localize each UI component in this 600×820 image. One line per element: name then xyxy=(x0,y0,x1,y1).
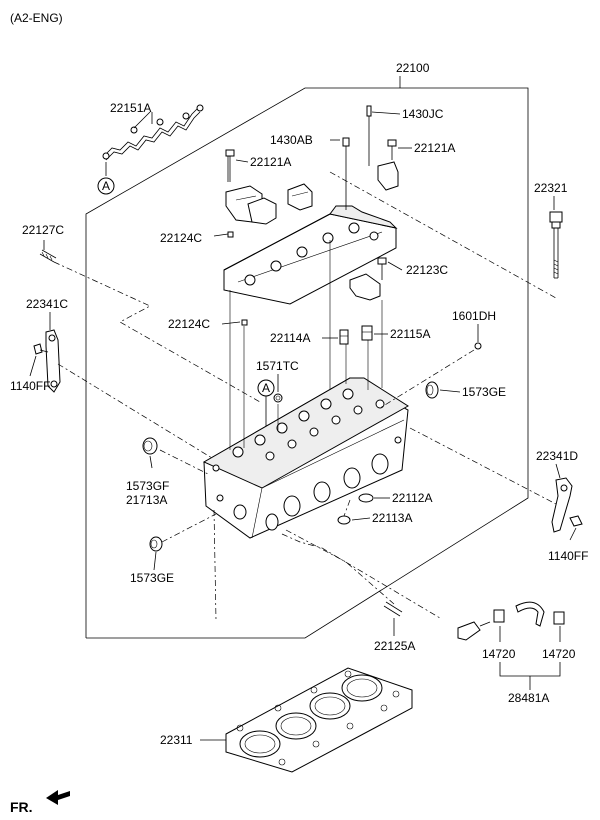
label-22121A-right: 22121A xyxy=(414,141,455,155)
label-22115A: 22115A xyxy=(390,327,430,341)
plug-22114A xyxy=(339,329,349,345)
label-21713A: 21713A xyxy=(126,493,167,507)
label-22151A: 22151A xyxy=(110,101,151,115)
label-22125A: 22125A xyxy=(374,639,415,653)
label-14720-left: 14720 xyxy=(482,647,516,661)
plug-1573GE-left xyxy=(149,536,163,552)
front-arrow-icon xyxy=(46,790,70,805)
hose-28481A xyxy=(493,601,565,690)
callout-a-top: A xyxy=(102,179,110,193)
label-22114A: 22114A xyxy=(270,331,310,345)
label-22124C-top: 22124C xyxy=(160,231,202,245)
plug-1573GE-right xyxy=(425,381,439,399)
label-22112A: 22112A xyxy=(392,491,432,505)
bolts-top xyxy=(225,105,397,326)
label-14720-right: 14720 xyxy=(542,647,576,661)
bracket-22341D xyxy=(551,477,583,533)
label-1140FF-left: 1140FF xyxy=(10,379,50,393)
label-1140FF-right: 1140FF xyxy=(548,549,588,563)
head-gasket-22311 xyxy=(225,667,413,773)
label-22341D: 22341D xyxy=(536,449,578,463)
plug-1571TC xyxy=(273,393,283,403)
front-marker: FR. xyxy=(10,790,70,815)
label-22113A: 22113A xyxy=(372,511,412,525)
label-22311: 22311 xyxy=(160,733,193,747)
callout-a-circle-top xyxy=(97,177,115,195)
label-1573GE-right: 1573GE xyxy=(462,385,506,399)
washer-22113A xyxy=(337,515,351,525)
stud-22125A xyxy=(383,601,403,617)
wiring-harness-22151A: A xyxy=(97,104,204,195)
plug-1573GF xyxy=(142,437,158,455)
label-28481A: 28481A xyxy=(508,691,549,705)
label-22341C: 22341C xyxy=(26,297,68,311)
label-22123C: 22123C xyxy=(406,263,448,277)
label-1573GF: 1573GF xyxy=(126,479,169,493)
assembly-boundary xyxy=(85,76,529,639)
leader-lines xyxy=(29,111,577,741)
washer-22112A xyxy=(358,493,374,503)
label-22124C-mid: 22124C xyxy=(168,317,210,331)
bracket-22341C xyxy=(33,329,61,393)
part-labels: 22100 22151A 1430JC 1430AB 22121A 22121A… xyxy=(10,61,588,747)
stud-22127C xyxy=(39,249,57,263)
label-1430AB: 1430AB xyxy=(270,133,313,147)
label-22127C: 22127C xyxy=(22,223,64,237)
front-marker-label: FR. xyxy=(10,799,33,815)
head-bolt-22321 xyxy=(549,211,563,279)
sensor-connector xyxy=(457,621,491,641)
label-22121A-left: 22121A xyxy=(250,155,291,169)
label-22100: 22100 xyxy=(396,61,430,75)
callout-a-mid: A xyxy=(262,381,270,395)
pin-1601DH xyxy=(474,342,482,350)
label-1571TC: 1571TC xyxy=(256,359,299,373)
engine-code: (A2-ENG) xyxy=(10,11,63,25)
plug-22115A xyxy=(361,325,373,341)
label-1573GE-left: 1573GE xyxy=(130,571,174,585)
label-1601DH: 1601DH xyxy=(452,309,496,323)
cylinder-head: A xyxy=(202,240,409,539)
reference-lines xyxy=(53,171,557,621)
cam-carrier-upper xyxy=(223,161,399,305)
label-22321: 22321 xyxy=(534,181,568,195)
label-1430JC: 1430JC xyxy=(402,107,444,121)
